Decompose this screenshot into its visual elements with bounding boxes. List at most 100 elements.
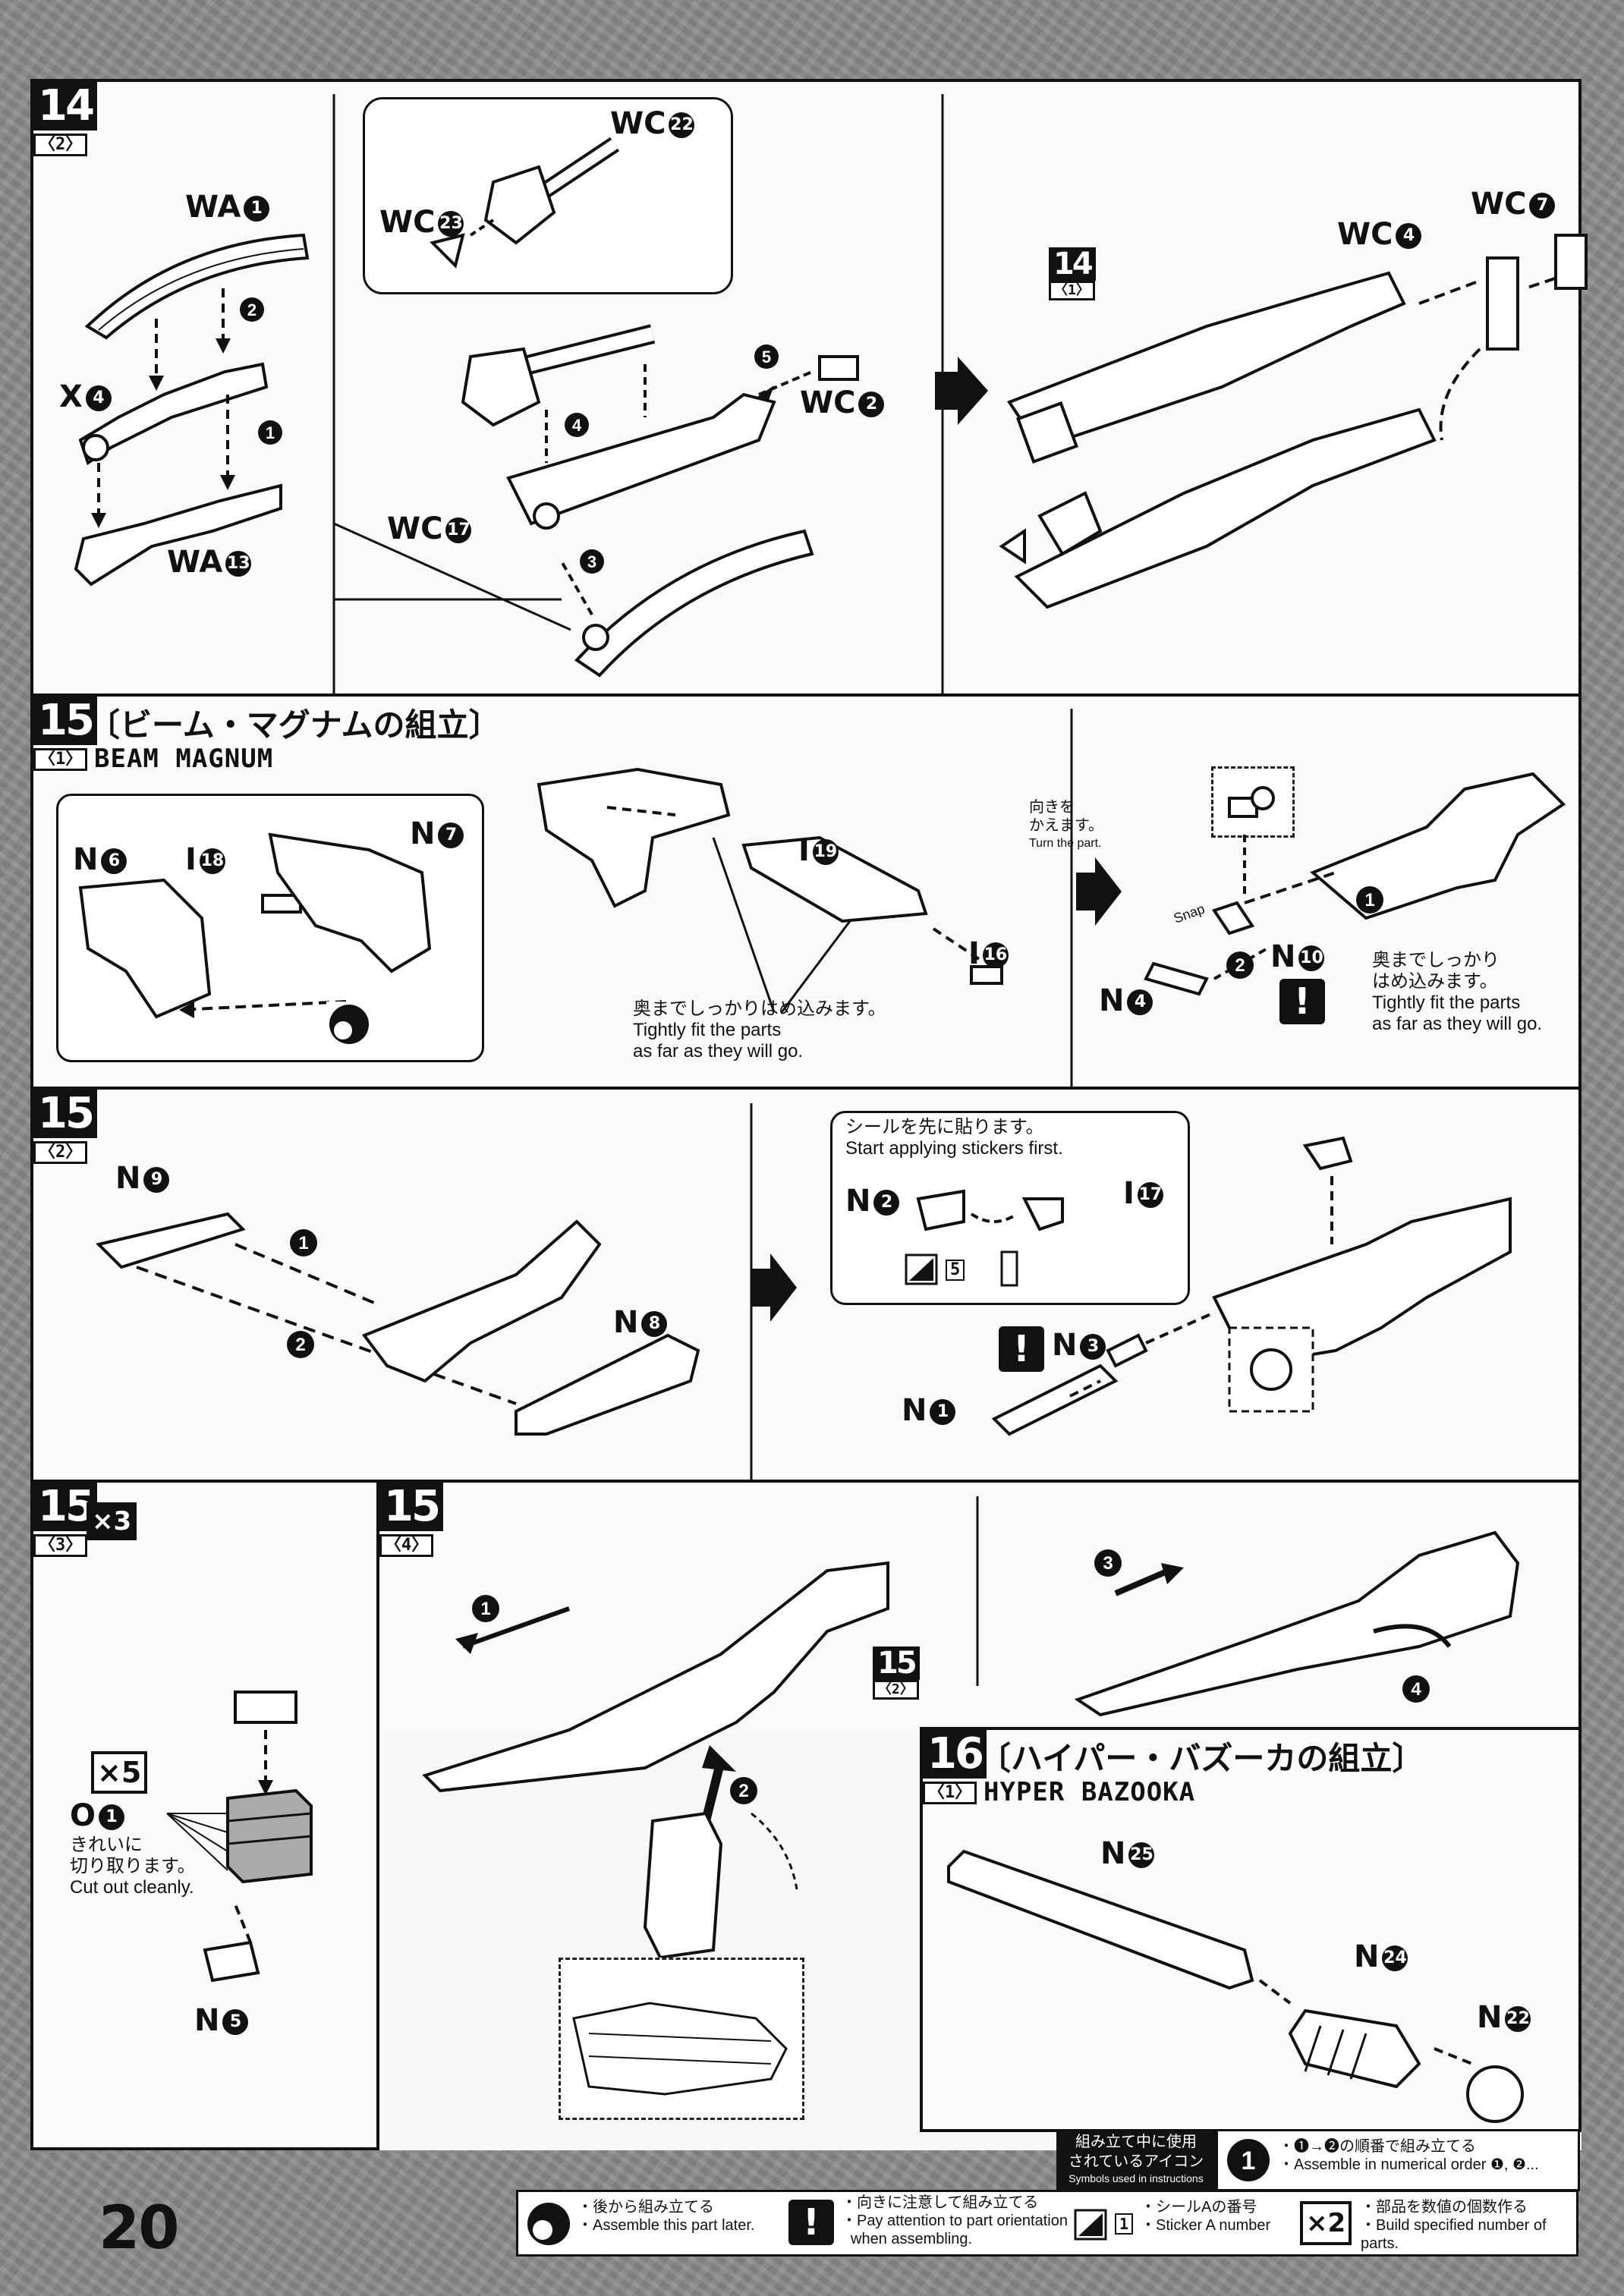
- reference-step-number: 14: [1049, 247, 1096, 281]
- step-title-en: BEAM MAGNUM: [94, 744, 274, 774]
- legend-later: ・後から組み立てる ・Assemble this part later.: [578, 2198, 754, 2251]
- cut-jp1: きれいに: [70, 1835, 143, 1855]
- page-number: 20: [99, 2194, 180, 2263]
- legend-head-jp1: 組み立て中に使用: [1075, 2134, 1197, 2150]
- legend-mult: ・部品を数値の個数作る ・Build specified number of p…: [1361, 2198, 1576, 2252]
- turn-jp2: かえます。: [1029, 817, 1103, 834]
- orientation-warning-icon: !: [999, 1326, 1044, 1372]
- sticker-en: Start applying stickers first.: [845, 1138, 1063, 1159]
- svg-text:4: 4: [1411, 1679, 1421, 1700]
- legend-sticker: ・シールAの番号 ・Sticker A number: [1141, 2198, 1270, 2251]
- sticker-icon: [1074, 2209, 1107, 2241]
- legend-sticker-box: 1: [1115, 2213, 1134, 2235]
- svg-text:3: 3: [587, 552, 596, 571]
- build-multiplier-3: ×3: [87, 1502, 137, 1540]
- svg-text:1: 1: [1364, 890, 1374, 911]
- sticker-jp: シールを先に貼ります。: [845, 1117, 1044, 1137]
- step-number: 15: [33, 1483, 97, 1531]
- fit2-en2: as far as they will go.: [1372, 1014, 1543, 1034]
- note-fit-parts-2: 奥までしっかり はめ込みます。 Tightly fit the parts as…: [1372, 950, 1542, 1035]
- beam-magnum-final-art: 1 2: [1144, 772, 1566, 996]
- grip-detail-art: [572, 2002, 788, 2096]
- svg-text:1: 1: [1242, 2147, 1256, 2175]
- fit2-jp2: はめ込みます。: [1372, 971, 1498, 992]
- divider-15-1: [1070, 709, 1073, 1088]
- note-sticker-first: シールを先に貼ります。 Start applying stickers firs…: [845, 1117, 1063, 1159]
- legend-orient-en1: ・Pay attention to part orientation: [842, 2213, 1068, 2229]
- cut-en: Cut out cleanly.: [70, 1877, 194, 1898]
- note-fit-en2: as far as they will go.: [633, 1041, 804, 1062]
- flow-arrow-15-2: [751, 1253, 797, 1322]
- note-fit-parts: 奥までしっかりはめ込みます。 Tightly fit the parts as …: [633, 999, 886, 1062]
- flow-arrow-14: [935, 357, 988, 425]
- build-multiplier-5: ×5: [91, 1751, 148, 1794]
- note-turn-part: 向きを かえます。 Turn the part.: [1029, 798, 1103, 853]
- svg-text:5: 5: [762, 348, 771, 366]
- step-substep: 〈1〉: [923, 1782, 977, 1804]
- step-number: 15: [379, 1483, 443, 1531]
- step-substep: 〈1〉: [33, 748, 88, 771]
- svg-text:1: 1: [298, 1233, 308, 1253]
- reference-step-number: 15: [873, 1647, 920, 1680]
- wc17-assembly-art: 4 3: [461, 324, 814, 678]
- orientation-warning-icon: !: [1279, 979, 1325, 1024]
- step-number: 15: [33, 697, 97, 745]
- step-substep: 〈4〉: [379, 1534, 434, 1557]
- note-fit-en1: Tightly fit the parts: [633, 1020, 782, 1040]
- legend-head-jp2: されているアイコン: [1068, 2153, 1204, 2170]
- turn-jp1: 向きを: [1029, 799, 1075, 816]
- panel-step-15-3: [30, 1480, 379, 2150]
- sticker-number: 5: [946, 1260, 965, 1281]
- svg-text:2: 2: [1235, 955, 1245, 976]
- panel-step-14-2: [30, 79, 1582, 697]
- assemble-later-icon: [527, 2203, 570, 2245]
- wc-rifle-assembly-art: [999, 234, 1588, 609]
- fit2-en1: Tightly fit the parts: [1372, 992, 1521, 1013]
- rail-part-art: [78, 362, 269, 466]
- wc22-part-art: [430, 137, 620, 269]
- sticker-icon: [905, 1253, 938, 1285]
- note-cut-cleanly: きれいに 切り取ります。 Cut out cleanly.: [70, 1835, 196, 1898]
- n10-detail-art: [1228, 786, 1275, 818]
- wa13-part-art: [74, 483, 282, 587]
- beam-magnum-parts-art: [537, 767, 1003, 1013]
- legend-order-jp: ・❶→❷の順番で組み立てる: [1279, 2138, 1476, 2155]
- reference-substep: 〈1〉: [1049, 281, 1095, 300]
- svg-text:1: 1: [480, 1599, 490, 1619]
- step-title-jp: 〔ビーム・マグナムの組立〕: [88, 706, 501, 744]
- legend-orient-en2: when assembling.: [851, 2231, 973, 2247]
- assemble-later-icon: [326, 1002, 372, 1047]
- step-number: 14: [33, 82, 97, 131]
- fit2-jp1: 奥までしっかり: [1372, 950, 1500, 970]
- legend-order-text: ・❶→❷の順番で組み立てる ・Assemble in numerical ord…: [1279, 2137, 1539, 2191]
- legend-multiplier-box: ×2: [1300, 2201, 1352, 2245]
- legend-mult-jp: ・部品を数値の個数作る: [1361, 2199, 1528, 2216]
- svg-text:2: 2: [247, 300, 257, 319]
- o1-grip-parts-art: [166, 1691, 313, 1983]
- svg-text:2: 2: [738, 1781, 748, 1801]
- assembly-arrows-14a: 2 1: [91, 288, 282, 528]
- wa1-part-art: [84, 233, 310, 340]
- magnum-barrel-assembly-art: [991, 1136, 1512, 1436]
- flow-arrow-15-1: [1076, 857, 1122, 926]
- magnum-final-art: 3 4: [1074, 1530, 1520, 1717]
- legend-mult-en: ・Build specified number of parts.: [1361, 2217, 1547, 2252]
- note-fit-jp: 奥までしっかりはめ込みます。: [633, 999, 886, 1019]
- hyper-bazooka-parts-art: [947, 1849, 1524, 2123]
